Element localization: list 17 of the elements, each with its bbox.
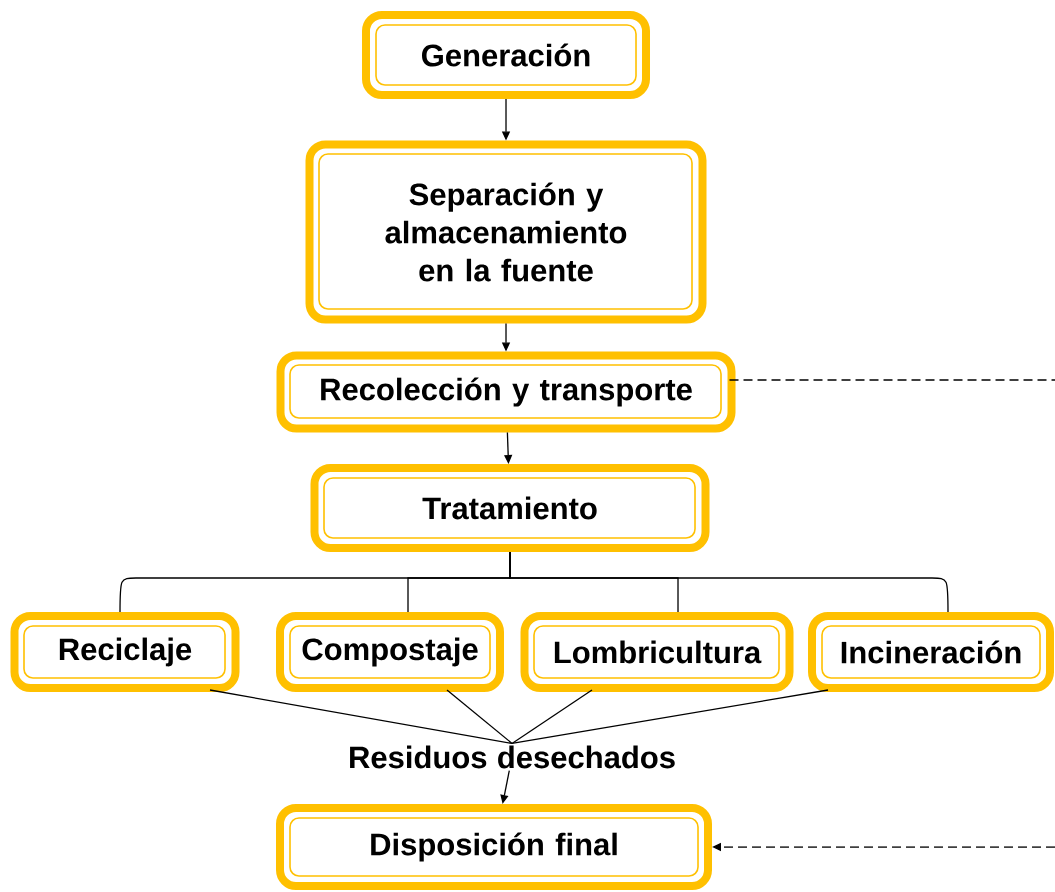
process-box: Recolección y transporte [276,351,736,433]
connector-line [511,689,829,745]
process-box: Disposición final [276,804,712,890]
process-box: Reciclaje [10,612,240,692]
flow-label: Residuos desechados [350,745,675,769]
connector-line [511,689,593,745]
arrow [504,431,513,464]
process-box: Tratamiento [310,464,710,552]
connector-line [446,689,513,745]
process-box: Lombricultura [520,612,794,692]
process-box: Incineración [808,612,1054,692]
process-box: Compostaje [276,612,504,692]
connector-line [209,689,513,745]
process-box: Separación y almacenamiento en la fuente [305,140,707,324]
process-box: Generación [362,11,650,99]
connector-line [509,551,949,613]
arrow [500,769,510,804]
